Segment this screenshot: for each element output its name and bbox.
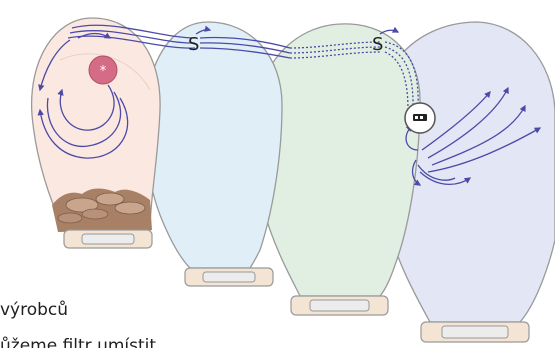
stoma-icon: * [89, 56, 117, 84]
clip-icon [291, 296, 388, 315]
filter-icon [405, 103, 435, 133]
clip-icon [185, 268, 273, 286]
svg-text:S: S [372, 34, 383, 55]
pouch-2 [145, 22, 282, 286]
clip-icon [421, 322, 529, 342]
pouch-3 [254, 24, 420, 315]
svg-text:S: S [188, 34, 199, 55]
svg-text:*: * [100, 64, 107, 79]
pouch-1 [32, 18, 160, 248]
waste-contents [52, 189, 152, 233]
caption-line-2: ůžeme filtr umístit [0, 336, 156, 348]
clip-icon [64, 230, 152, 248]
caption-line-1: výrobců [0, 300, 68, 320]
